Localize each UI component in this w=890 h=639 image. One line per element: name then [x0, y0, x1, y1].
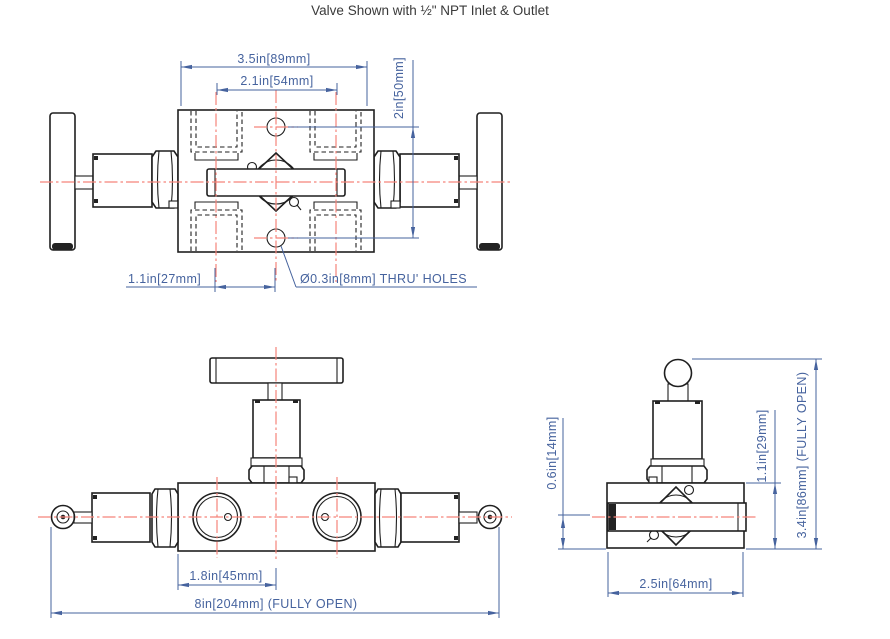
dim-label-overall-width-open: 8in[204mm] (FULLY OPEN) [195, 597, 358, 611]
valve-cylinder [92, 153, 153, 208]
callout-thru-holes: Ø0.3in[8mm] THRU' HOLES [280, 245, 477, 288]
dim-label-body-height: 1.1in[29mm] [755, 409, 769, 482]
top-right-handle-assembly [373, 112, 503, 251]
handle-ball [663, 358, 693, 388]
dim-port-spacing: 2.1in[54mm] [216, 74, 338, 95]
dim-label-centerline-to-base: 0.6in[14mm] [545, 416, 559, 489]
callout-label-thru-holes: Ø0.3in[8mm] THRU' HOLES [300, 272, 467, 286]
dim-hole-spacing: 2in[50mm] [288, 57, 419, 239]
hex-nut [373, 150, 401, 209]
hex-nut [151, 150, 179, 209]
bonnet [652, 400, 703, 460]
top-left-handle-assembly [49, 112, 179, 251]
dim-port-offset: 1.8in[45mm] [177, 554, 277, 590]
dim-body-height: 1.1in[29mm] [746, 409, 822, 550]
dim-label-body-width: 2.5in[64mm] [639, 577, 712, 591]
dim-label-hole-offset: 1.1in[27mm] [128, 272, 201, 286]
dim-label-hole-spacing: 2in[50mm] [392, 57, 406, 119]
hex-nut [151, 488, 179, 548]
dim-label-port-offset: 1.8in[45mm] [189, 569, 262, 583]
dim-body-width: 2.5in[64mm] [607, 552, 744, 597]
front-right-valve [374, 488, 503, 548]
front-view: 1.8in[45mm] 8in[204mm] (FULLY OPEN) [38, 347, 512, 618]
dim-overall-width: 3.5in[89mm] [180, 52, 368, 106]
top-view: 3.5in[89mm] 2.1in[54mm] 2in[50mm] 1.1in[… [40, 52, 512, 292]
dim-overall-height-open: 3.4in[86mm] (FULLY OPEN) [692, 358, 822, 549]
valve-cylinder [399, 153, 460, 208]
stem [267, 382, 283, 402]
hex-nut [374, 488, 402, 548]
top-view-centerlines [40, 90, 512, 282]
front-left-valve [50, 488, 179, 548]
drawing-title: Valve Shown with ½" NPT Inlet & Outlet [311, 3, 549, 18]
dim-centerline-to-base: 0.6in[14mm] [545, 416, 606, 550]
side-view: 0.6in[14mm] 1.1in[29mm] 3.4in[86mm] (FUL… [545, 358, 822, 597]
side-center-valve [646, 358, 708, 484]
dim-hole-offset: 1.1in[27mm] [126, 268, 276, 292]
dim-label-port-spacing: 2.1in[54mm] [240, 74, 313, 88]
dim-label-overall-width: 3.5in[89mm] [237, 52, 310, 66]
dim-label-overall-height-open: 3.4in[86mm] (FULLY OPEN) [795, 372, 809, 539]
front-view-centerlines [38, 347, 512, 562]
dim-overall-width-open: 8in[204mm] (FULLY OPEN) [50, 527, 500, 618]
